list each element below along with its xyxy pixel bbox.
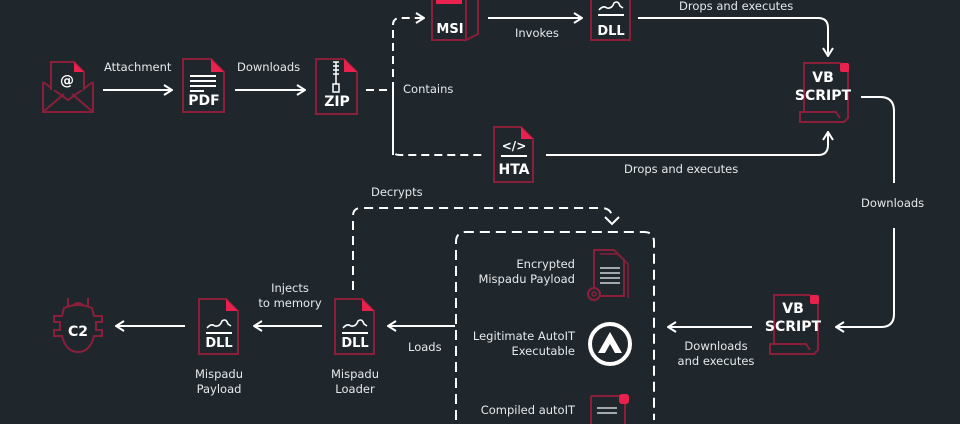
edge-decrypts (352, 207, 613, 290)
vbscript-top-label-2: SCRIPT (794, 88, 852, 104)
autoit-executable-label-2: Executable (511, 344, 575, 358)
edge-downloads-vbs-2 (836, 228, 895, 327)
dll-file-icon (334, 298, 375, 355)
label-downloads-vbs: Downloads (861, 196, 925, 210)
pdf-file-icon (182, 58, 225, 113)
edge-contains-msi (392, 18, 424, 155)
hta-file-icon (493, 126, 534, 183)
label-downloads-executes-2: and executes (677, 354, 755, 368)
c2-bug-icon (53, 298, 103, 354)
pdf-label: PDF (188, 93, 220, 109)
vbscript-scroll-icon (799, 62, 849, 123)
payload-caption-2: Payload (196, 382, 242, 396)
hta-label: HTA (498, 162, 530, 178)
encrypted-payload-icon (587, 249, 629, 301)
vbscript-top-label-1: VB (812, 70, 834, 86)
dll-top-label: DLL (597, 24, 625, 39)
dll-payload-label: DLL (205, 336, 233, 351)
label-invokes: Invokes (515, 26, 559, 40)
dll-file-icon (590, 0, 631, 41)
label-downloads-executes-1: Downloads (684, 339, 748, 353)
label-injects-1: Injects (271, 281, 309, 295)
label-drops-executes-hta: Drops and executes (624, 162, 739, 176)
vbscript-scroll-icon (769, 294, 819, 355)
dll-file-icon (198, 298, 239, 355)
encrypted-payload-label-2: Mispadu Payload (478, 272, 575, 286)
email-attachment-icon: @ (42, 61, 94, 113)
loader-caption-2: Loader (335, 382, 375, 396)
encrypted-payload-label-1: Encrypted (516, 257, 575, 271)
edge-drops-executes-top (638, 17, 828, 56)
msi-label: MSI (436, 22, 464, 37)
label-loads: Loads (408, 340, 442, 354)
msi-installer-icon (431, 0, 479, 41)
label-downloads: Downloads (237, 60, 301, 74)
autoit-executable-label-1: Legitimate AutoIT (472, 329, 575, 343)
label-contains: Contains (403, 82, 454, 96)
edge-drops-executes-hta (546, 132, 828, 156)
vbscript-bottom-label-1: VB (782, 301, 804, 317)
compiled-autoit-label: Compiled autoIT (480, 403, 575, 417)
zip-file-icon (315, 58, 358, 115)
edge-contains-hta (392, 90, 485, 156)
dll-loader-label: DLL (341, 336, 369, 351)
loader-caption-1: Mispadu (330, 367, 380, 381)
compiled-autoit-icon (590, 394, 629, 424)
label-injects-2: to memory (258, 296, 322, 310)
payload-caption-1: Mispadu (194, 367, 244, 381)
edge-downloads-vbs (861, 96, 895, 183)
c2-label: C2 (67, 324, 88, 340)
label-decrypts: Decrypts (371, 185, 423, 199)
group-box (455, 231, 655, 420)
vbscript-bottom-label-2: SCRIPT (764, 319, 822, 335)
svg-text:@: @ (60, 73, 74, 89)
zip-label: ZIP (324, 94, 350, 110)
label-drops-executes-top: Drops and executes (679, 0, 794, 13)
autoit-logo-icon (588, 322, 632, 366)
hta-glyph: </> (501, 139, 527, 153)
label-attachment: Attachment (104, 60, 172, 74)
